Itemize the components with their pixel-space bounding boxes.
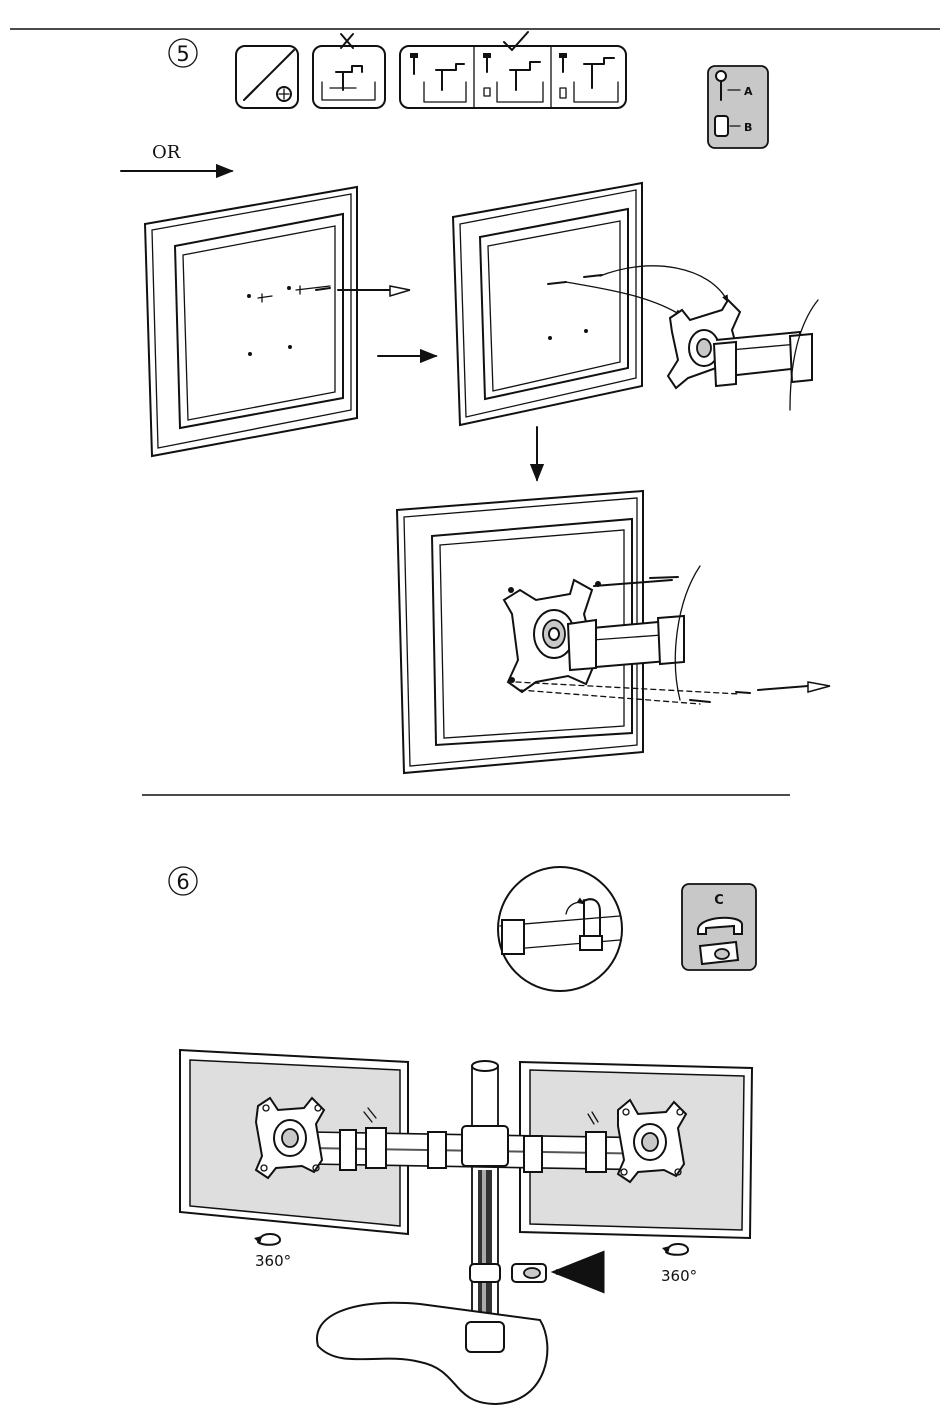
vesa-plate-right bbox=[618, 1100, 686, 1182]
svg-text:B: B bbox=[744, 121, 752, 134]
rotation-label-right: 360° bbox=[661, 1267, 697, 1285]
parts-box-c: C bbox=[682, 884, 756, 970]
svg-text:6: 6 bbox=[176, 870, 189, 894]
svg-text:C: C bbox=[714, 893, 724, 908]
spacer-icon bbox=[715, 116, 728, 136]
wrong-method-box bbox=[313, 34, 385, 108]
vesa-plate-arm-1 bbox=[668, 300, 818, 410]
svg-text:5: 5 bbox=[176, 42, 189, 66]
step-6-number: 6 bbox=[169, 867, 197, 895]
rotate-icon-right bbox=[662, 1244, 688, 1255]
step-5-number: 5 bbox=[169, 39, 197, 67]
rotate-icon-left bbox=[254, 1234, 280, 1245]
vesa-plate-left bbox=[256, 1098, 324, 1178]
monitor-back-2 bbox=[453, 183, 728, 425]
svg-text:A: A bbox=[744, 85, 753, 98]
dual-monitor-stand bbox=[180, 1050, 752, 1404]
monitor-back-3 bbox=[397, 491, 830, 773]
or-label: OR bbox=[152, 142, 181, 163]
phillips-head-icon bbox=[277, 87, 291, 101]
cable-clip-detail bbox=[498, 867, 622, 991]
correct-method-box bbox=[400, 32, 626, 108]
parts-box-ab: A B bbox=[708, 66, 768, 148]
monitor-back-1 bbox=[145, 187, 410, 456]
rotation-label-left: 360° bbox=[255, 1252, 291, 1270]
